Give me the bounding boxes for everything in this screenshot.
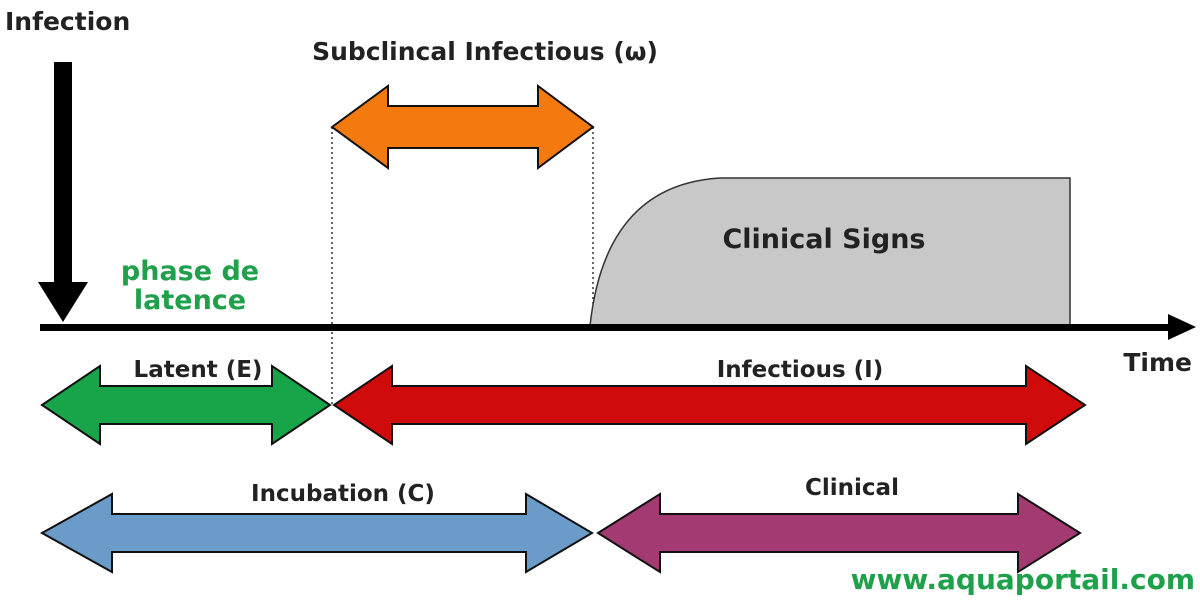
infectious-arrow (332, 364, 1087, 446)
clinical-signs-area (589, 177, 1071, 327)
incubation-arrow (39, 492, 594, 574)
phase-label-line1: phase de (121, 256, 259, 287)
time-label: Time (1123, 348, 1192, 377)
incubation-label: Incubation (C) (251, 481, 435, 507)
dotted-guides (331, 127, 594, 405)
clinical-arrow (596, 492, 1082, 574)
subclinical-arrow (330, 84, 595, 170)
phase-label-line2: latence (134, 285, 246, 316)
infectious-label: Infectious (I) (717, 357, 884, 383)
subclinical-label: Subclincal Infectious (ω) (312, 37, 658, 66)
infection-label: Infection (5, 7, 130, 36)
latent-arrow (40, 364, 332, 446)
time-axis (40, 314, 1196, 340)
clinical-label: Clinical (805, 475, 899, 501)
watermark: www.aquaportail.com (851, 563, 1195, 596)
axis-arrowhead-icon (1168, 314, 1196, 340)
latent-label: Latent (E) (134, 357, 263, 383)
clinical-signs-label: Clinical Signs (722, 224, 925, 255)
infection-arrow-icon (38, 62, 88, 322)
